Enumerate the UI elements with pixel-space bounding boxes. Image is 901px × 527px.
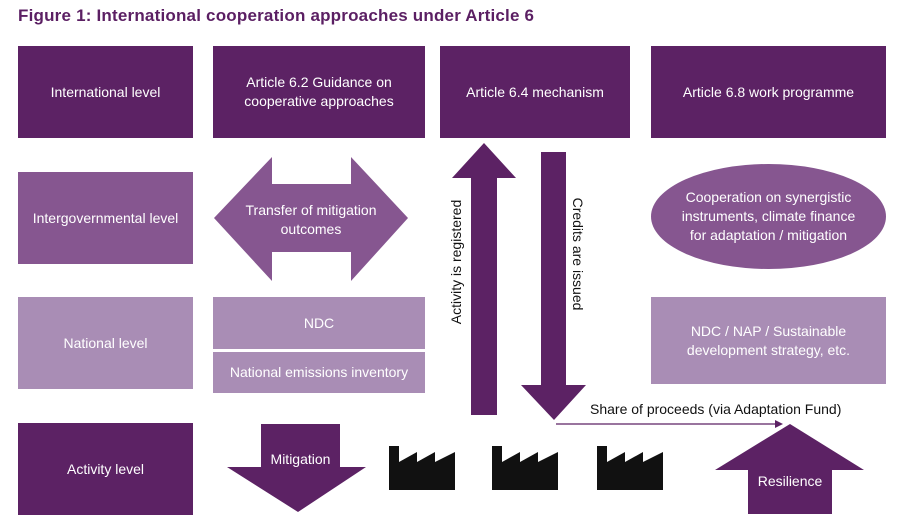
national-emissions-inventory-box: National emissions inventory	[213, 352, 425, 393]
credits-issued-label: Credits are issued	[570, 197, 586, 311]
mitigation-label: Mitigation	[270, 451, 331, 467]
mitigation-down-arrow	[227, 424, 366, 512]
article-6-8-header: Article 6.8 work programme	[651, 46, 886, 138]
figure-title: Figure 1: International cooperation appr…	[18, 6, 535, 25]
share-of-proceeds-arrowhead	[775, 420, 783, 428]
article-6-2-header: Article 6.2 Guidance on cooperative appr…	[213, 46, 425, 138]
transfer-label: Transfer of mitigation outcomes	[245, 202, 377, 237]
factory-icon	[492, 446, 558, 490]
issued-down-arrow	[521, 152, 586, 420]
share-of-proceeds-label: Share of proceeds (via Adaptation Fund)	[590, 401, 842, 417]
factory-icon	[597, 446, 663, 490]
ndc-nap-box: NDC / NAP / Sustainable development stra…	[651, 297, 886, 384]
cooperation-ellipse: Cooperation on synergistic instruments, …	[651, 164, 886, 269]
intergovernmental-level-label: Intergovernmental level	[18, 172, 193, 264]
activity-registered-label: Activity is registered	[448, 199, 464, 325]
national-level-label: National level	[18, 297, 193, 389]
activity-level-label: Activity level	[18, 423, 193, 515]
resilience-label: Resilience	[757, 473, 823, 489]
registered-up-arrow	[452, 143, 516, 415]
ndc-box: NDC	[213, 297, 425, 349]
international-level-label: International level	[18, 46, 193, 138]
article-6-4-header: Article 6.4 mechanism	[440, 46, 630, 138]
transfer-double-arrow	[214, 157, 408, 281]
factory-icon	[389, 446, 455, 490]
resilience-up-arrow	[715, 424, 864, 514]
